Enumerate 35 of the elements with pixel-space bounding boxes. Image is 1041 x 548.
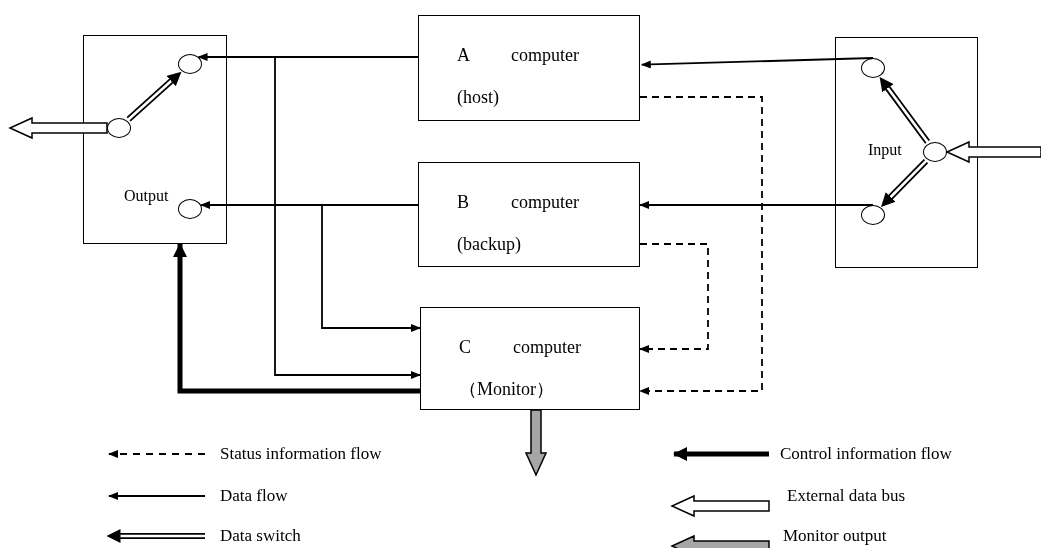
computer-box (418, 15, 640, 121)
data-arrow (321, 204, 421, 332)
box-label: B computer (backup) (457, 191, 579, 256)
switch-contact (860, 204, 885, 225)
legend-label: Data switch (220, 527, 301, 544)
computer-box (418, 162, 640, 267)
data-arrow (639, 201, 874, 209)
legend-label: Status information flow (220, 445, 382, 462)
status-arrow (639, 96, 763, 395)
switch-contact (177, 53, 202, 74)
status-arrow (639, 243, 709, 353)
box-label: Output (124, 188, 169, 204)
control-arrow (173, 243, 420, 394)
box-label: Input (868, 142, 902, 158)
data-arrow (274, 56, 421, 379)
switch-box (83, 35, 227, 244)
box-label: A computer (host) (457, 44, 579, 109)
bus-arrow (524, 409, 548, 477)
data-arrow (640, 57, 874, 69)
box-label: C computer （Monitor） (459, 336, 581, 401)
switch-contact (860, 57, 885, 78)
legend-label: Data flow (220, 487, 288, 504)
switch-contact (177, 198, 202, 219)
switch-arrow (879, 76, 931, 145)
bus-arrow (945, 140, 1041, 164)
legend-label: Monitor output (783, 527, 887, 544)
switch-contact (922, 141, 947, 162)
computer-box (420, 307, 640, 410)
switch-box (835, 37, 978, 268)
legend-label: External data bus (787, 487, 905, 504)
switch-arrow (126, 71, 182, 122)
switch-contact (106, 117, 131, 138)
legend-label: Control information flow (780, 445, 952, 462)
switch-arrow (880, 158, 929, 207)
bus-arrow (8, 116, 108, 140)
